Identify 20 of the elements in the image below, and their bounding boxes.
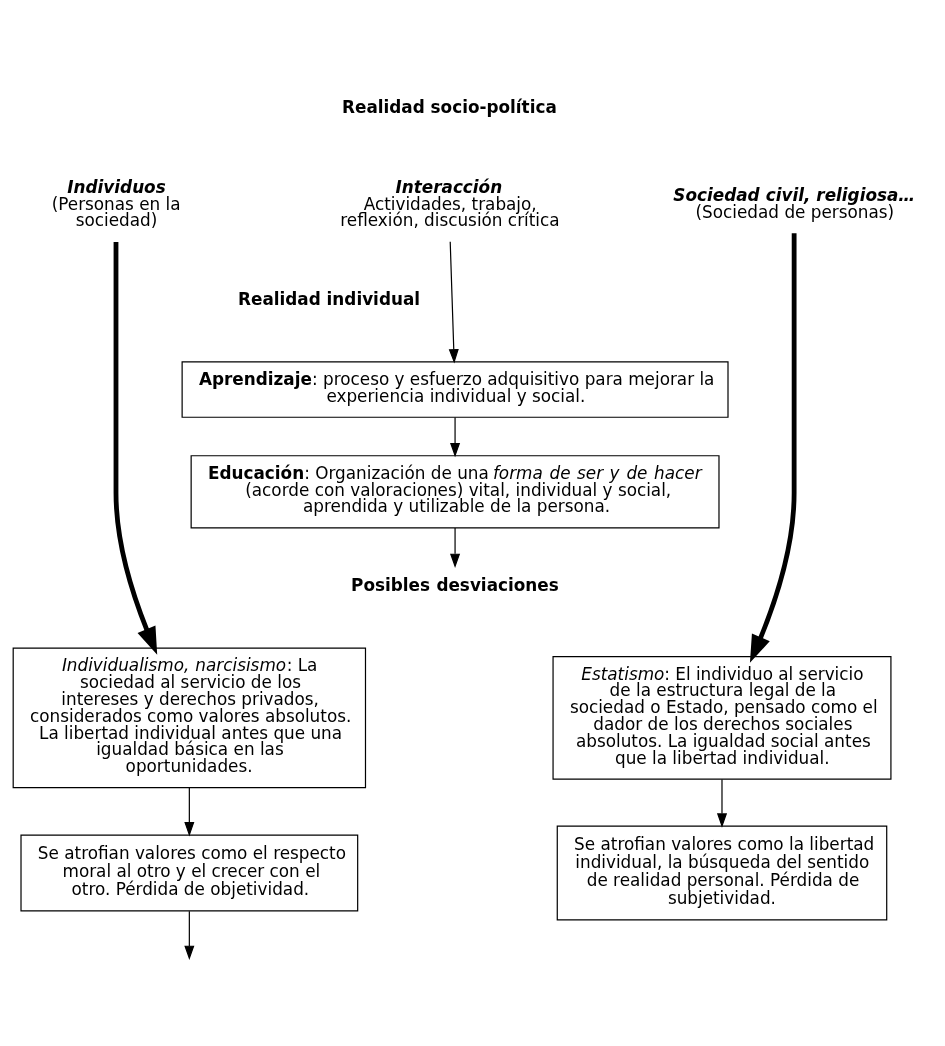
node-box: Estatismo: El individuo al servicio de la estructura legal de la sociedad o Estado, pensado como el dador de los derechos sociales absolutos. La igualdad social antes que la libertad individual. (552, 655, 892, 780)
label: Realidad socio-política (342, 96, 557, 117)
node-box: Se atrofian valores como la libertad individual, la búsqueda del sentido de realidad personal. Pérdida de subjetividad. (556, 824, 888, 920)
arrow (448, 240, 459, 364)
node-box: Individualismo, narcisismo: La sociedad al servicio de los intereses y derechos privados, considerados como valores absolutos. La libertad individual antes que una igualdad básica en las oportunidades. (12, 647, 367, 788)
arrow (450, 526, 461, 568)
arrow (450, 416, 461, 457)
arrow (749, 232, 797, 663)
node-text: Individuos (Personas en la sociedad) (51, 176, 181, 230)
node-box: Educación: Organización de una forma de ser y de hacer (acorde con valoraciones) vital, individual y social, aprendida y utilizable de la persona. (190, 454, 720, 528)
arrow (184, 910, 195, 960)
node-text: Interacción Actividades, trabajo, reflexión, discusión crítica (340, 176, 560, 230)
node-text: Sociedad civil, religiosa… (Sociedad de personas) (673, 184, 916, 222)
node-box: Aprendizaje: proceso y esfuerzo adquisitivo para mejorar la experiencia individual y social. (181, 360, 729, 418)
arrow (113, 241, 158, 655)
node-text: Posibles desviaciones (351, 574, 559, 595)
label: Realidad individual (238, 288, 421, 309)
node-box: Se atrofian valores como el respecto moral al otro y el crecer con el otro. Pérdida de objetividad. (20, 834, 359, 911)
arrow (716, 778, 728, 828)
arrow (184, 786, 195, 836)
